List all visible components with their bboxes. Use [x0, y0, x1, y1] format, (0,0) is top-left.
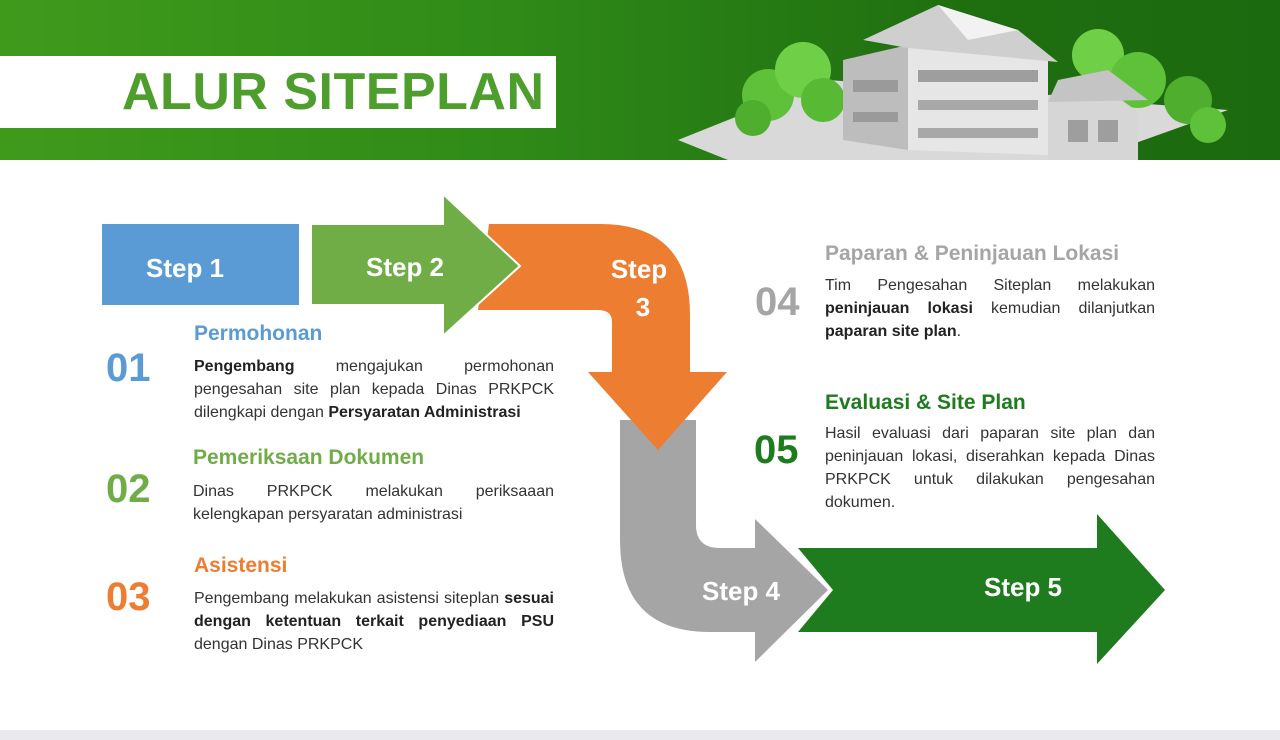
desc-segment: Pengembang [194, 358, 295, 375]
item-desc-02: Dinas PRKPCK melakukan periksaaan keleng… [193, 480, 554, 526]
desc-segment: kemudian dilanjutkan [972, 300, 1155, 317]
footer-line [0, 730, 1280, 740]
item-number-01: 01 [106, 346, 151, 390]
step-3-label-line1: Step [611, 254, 667, 284]
step-4-shape [620, 420, 828, 662]
item-heading-02: Pemeriksaan Dokumen [193, 446, 425, 469]
item-heading-03: Asistensi [194, 554, 288, 577]
item-heading-05: Evaluasi & Site Plan [825, 391, 1026, 414]
page-title: ALUR SITEPLAN [122, 63, 545, 121]
item-heading-04: Paparan & Peninjauan Lokasi [825, 242, 1120, 265]
item-number-03: 03 [106, 575, 151, 619]
step-1-label: Step 1 [146, 253, 224, 283]
item-desc-01: Pengembang mengajukan permohonan pengesa… [194, 355, 554, 424]
step-3-shape [478, 224, 727, 450]
title-band [0, 56, 556, 128]
item-heading-01: Permohonan [194, 322, 323, 345]
desc-segment: Pengembang melakukan asistensi siteplan [194, 590, 505, 607]
house-illustration [678, 5, 1228, 160]
item-desc-03: Pengembang melakukan asistensi siteplan … [194, 587, 554, 656]
desc-segment: Persyaratan Administrasi [328, 404, 521, 421]
step-2-shape [310, 191, 522, 339]
step-5-label: Step 5 [984, 572, 1062, 602]
item-desc-04: Tim Pengesahan Siteplan melakukan peninj… [825, 274, 1155, 343]
desc-segment: . [956, 323, 962, 340]
desc-segment: sesuai dengan ketentuan terkait penyedia… [194, 590, 554, 630]
step-4-label: Step 4 [702, 576, 781, 606]
step-1-shape [102, 224, 299, 305]
bush-right-1 [1072, 29, 1124, 81]
item-number-02: 02 [106, 467, 151, 511]
item-number-04: 04 [755, 280, 800, 324]
step-2-label: Step 2 [366, 252, 444, 282]
step-3-label-line2: 3 [636, 292, 650, 322]
desc-segment: mengajukan permohonan pengesahan site pl… [194, 358, 554, 421]
item-number-05: 05 [754, 428, 799, 472]
item-desc-05: Hasil evaluasi dari paparan site plan da… [825, 422, 1155, 514]
desc-segment: Hasil evaluasi dari paparan site plan da… [825, 425, 1155, 511]
desc-segment: Tim Pengesahan Siteplan melakukan [825, 277, 1155, 294]
desc-segment: peninjauan lokasi [825, 300, 973, 317]
desc-segment: paparan site plan [825, 323, 957, 340]
desc-segment: Dinas PRKPCK melakukan periksaaan keleng… [193, 483, 554, 523]
desc-segment: dengan Dinas PRKPCK [194, 636, 363, 653]
step-5-shape [798, 514, 1165, 664]
